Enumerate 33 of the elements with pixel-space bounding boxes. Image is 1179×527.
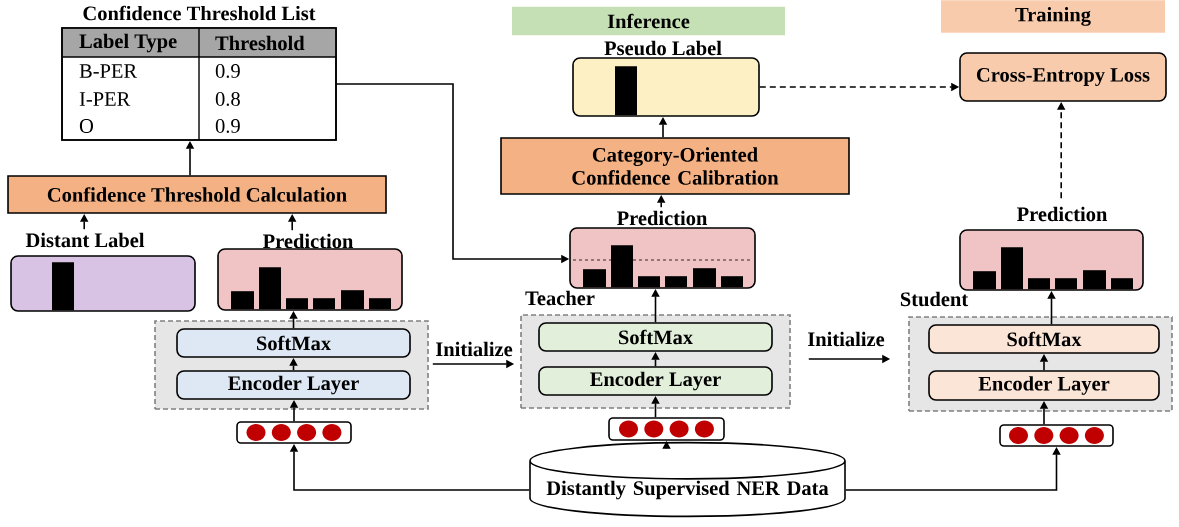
box-heading: Pseudo Label (604, 40, 722, 56)
box-heading: Distant Label (25, 232, 145, 248)
table-cell: Threshold (215, 35, 305, 51)
box-heading: Prediction (263, 233, 354, 249)
table-cell: 0.9 (215, 64, 240, 78)
table-cell: B-PER (79, 64, 138, 78)
edge-label: Initialize (806, 330, 886, 348)
token-bar (999, 424, 1114, 447)
box-heading: Prediction (617, 210, 708, 226)
group-label: Student (900, 291, 969, 307)
box-heading: Prediction (1017, 206, 1108, 222)
phase-banner: Training (941, 0, 1165, 33)
table-cell: O (79, 119, 93, 133)
edge-label: Initialize (434, 340, 514, 358)
token-bar (608, 417, 725, 441)
layer-box: Encoder Layer (928, 370, 1160, 401)
layer-box: SoftMax (176, 328, 411, 358)
layer-box: SoftMax (928, 324, 1160, 354)
layer-box: Encoder Layer (176, 370, 411, 400)
phase-banner: Inference (512, 6, 785, 36)
process-box: Category-Oriented Confidence Calibration (500, 137, 850, 195)
token-bar (236, 421, 352, 444)
database-cylinder: Distantly Supervised NER Data (529, 441, 846, 518)
table-cell: 0.9 (215, 119, 240, 133)
layer-box: Encoder Layer (538, 366, 773, 396)
loss-box: Cross-Entropy Loss (959, 52, 1167, 102)
group-label: Teacher (525, 290, 595, 306)
table-cell: 0.8 (215, 92, 240, 106)
box-heading: Confidence Threshold List (83, 5, 316, 21)
table-cell: I-PER (79, 92, 131, 106)
process-box: Confidence Threshold Calculation (7, 175, 387, 214)
layer-box: SoftMax (538, 322, 773, 352)
table-cell: Label Type (79, 33, 177, 53)
